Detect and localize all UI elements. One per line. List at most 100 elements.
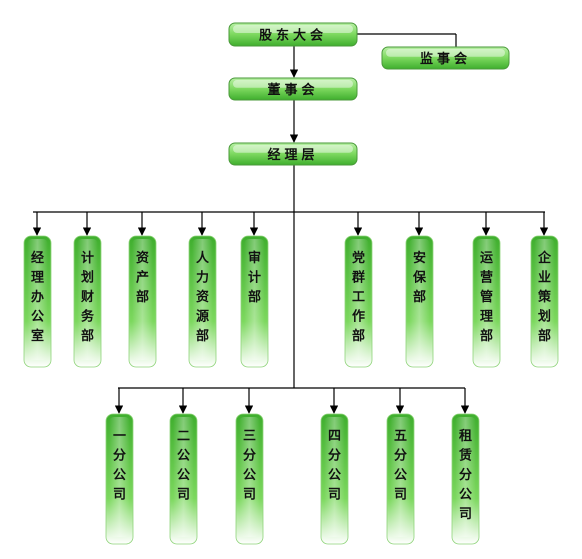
node-shareholders-box: [228, 22, 358, 47]
company-node-char: 司: [328, 488, 341, 503]
company-node-char: 分: [459, 467, 472, 483]
dept-node-char: 财: [81, 289, 94, 305]
company-node-char: 公: [243, 468, 256, 483]
dept-node-char: 室: [31, 328, 44, 344]
company-node-char: 公: [177, 468, 190, 483]
node-supervisors-label: 监事会: [420, 51, 471, 67]
dept-node-char: 理: [480, 310, 493, 325]
company-node-char: 一: [113, 429, 126, 444]
dept-node-char: 务: [81, 309, 95, 325]
dept-node-char: 部: [81, 328, 94, 344]
dept-node-char: 力: [196, 270, 209, 286]
dept-node-char: 审: [248, 250, 261, 266]
dept-node-char: 保: [412, 270, 427, 286]
company-node-shine: [173, 417, 194, 537]
dept-node-shine: [476, 239, 497, 360]
company-node-char: 分: [328, 448, 341, 464]
dept-node-char: 部: [352, 328, 365, 344]
dept-node-shine: [534, 239, 555, 360]
company-node-char: 公: [328, 468, 341, 483]
dept-node-char: 划: [81, 270, 94, 286]
company-node-char: 司: [459, 507, 472, 522]
company-node-shine: [109, 417, 130, 537]
dept-node: 审计部: [240, 235, 269, 368]
dept-node-char: 部: [248, 289, 261, 305]
node-shareholders-label: 股东大会: [259, 28, 327, 44]
dept-node-shine: [244, 239, 265, 360]
company-node-char: 司: [177, 488, 190, 503]
connector-lines: [32, 33, 549, 414]
dept-node-char: 工: [352, 290, 365, 305]
dept-node-char: 资: [136, 250, 149, 266]
dept-node-shine: [348, 239, 369, 360]
node-management-shine: [233, 145, 353, 153]
node-supervisors-shine: [386, 49, 505, 57]
dept-node-char: 部: [136, 289, 149, 305]
company-node-char: 司: [243, 488, 256, 503]
company-node-char: 赁: [458, 448, 472, 464]
node-shareholders: 股东大会: [228, 22, 358, 47]
company-node-char: 司: [113, 488, 126, 503]
node-board: 董事会: [228, 77, 358, 101]
dept-node-char: 营: [480, 270, 493, 286]
node-board-shine: [233, 80, 353, 88]
dept-node-char: 安: [413, 250, 426, 266]
company-node-char: 五: [394, 429, 407, 444]
node-management-box: [228, 142, 358, 166]
company-node-char: 分: [243, 448, 256, 464]
dept-node-char: 经: [31, 250, 44, 266]
dept-node: 资产部: [128, 235, 157, 368]
dept-node-shine: [192, 239, 213, 360]
node-management-label: 经理层: [267, 147, 318, 163]
company-node-char: 租: [459, 429, 472, 444]
dept-node-char: 部: [413, 289, 426, 305]
dept-node-char: 计: [81, 250, 94, 266]
dept-node-char: 企: [537, 250, 552, 266]
node-supervisors: 监事会: [381, 46, 510, 70]
dept-node-char: 部: [480, 328, 493, 344]
node-board-box: [228, 77, 358, 101]
company-node-shine: [455, 417, 476, 537]
company-node-shine: [390, 417, 411, 537]
node-board-label: 董事会: [267, 82, 318, 98]
company-node-char: 分: [113, 448, 126, 464]
dept-node-char: 理: [31, 271, 44, 286]
company-node-char: 公: [113, 468, 126, 483]
company-node-char: 司: [394, 488, 407, 503]
dept-node-char: 人: [196, 250, 210, 266]
dept-node-char: 作: [352, 309, 365, 325]
dept-node-char: 办: [31, 289, 44, 305]
dept-node-shine: [409, 239, 430, 360]
dept-node-shine: [77, 239, 98, 360]
node-supervisors-box: [381, 46, 510, 70]
dept-node-char: 计: [248, 270, 261, 286]
company-node-char: 公: [394, 468, 407, 483]
company-node-shine: [324, 417, 345, 537]
company-node-char: 二: [177, 429, 190, 444]
node-management: 经理层: [228, 142, 358, 166]
dept-node-char: 部: [196, 328, 209, 344]
dept-node-char: 资: [196, 289, 209, 305]
company-node-char: 三: [243, 429, 256, 444]
dept-node-char: 运: [480, 251, 493, 266]
dept-node: 安保部: [405, 235, 434, 368]
dept-node-char: 部: [538, 328, 551, 344]
dept-node-char: 产: [136, 270, 149, 286]
dept-node-shine: [132, 239, 153, 360]
